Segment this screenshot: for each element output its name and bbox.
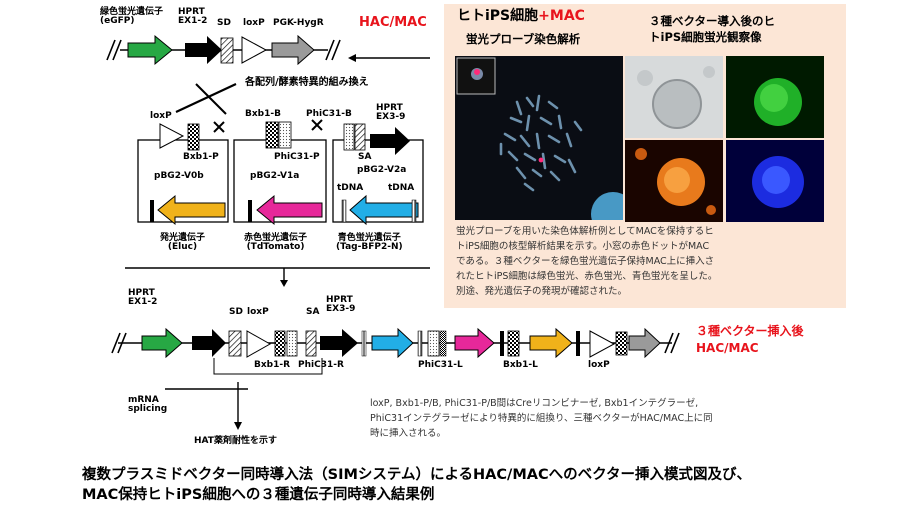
sd-element (229, 331, 241, 356)
sd-label: SD (217, 19, 231, 28)
tdtomato-gene-arrow (455, 329, 494, 357)
break-mark (107, 40, 121, 60)
tdna-element (362, 331, 366, 356)
sd-label: SD (229, 308, 243, 317)
hprt-ex3-9-arrow (370, 127, 410, 155)
bxb1-p-element (188, 124, 199, 150)
sd-element (221, 38, 233, 63)
recombination-cross (176, 84, 236, 112)
hac-mac-label: HAC/MAC (359, 16, 427, 30)
green-fluorescence-image (726, 56, 824, 138)
tag-bfp2-gene-arrow (372, 329, 413, 357)
loxp-label: loxP (243, 19, 265, 28)
loxp-label: loxP (150, 112, 172, 121)
phic31-r-label: PhiC31-R (298, 361, 344, 370)
loxp-label: loxP (247, 308, 269, 317)
tdtomato-gene-arrow (257, 196, 322, 224)
loxp-triangle (590, 331, 614, 357)
checker-element (616, 332, 627, 355)
pgk-hygr-arrow (272, 36, 314, 64)
tag-bfp2-gene-label: 青色蛍光遺伝子(Tag-BFP2-N) (336, 234, 403, 253)
vector-name-label: pBG2-V1a (250, 172, 299, 181)
hprt-ex1-2-arrow (192, 329, 226, 357)
eluc-gene-arrow (158, 196, 225, 224)
phic31-l-label: PhiC31-L (418, 361, 463, 370)
phic31-l-element (428, 331, 439, 356)
brightfield-image (625, 56, 723, 138)
loxp-triangle (160, 124, 183, 148)
sa-element (355, 124, 365, 150)
tdna-element (418, 331, 422, 356)
top-construct (107, 36, 430, 64)
phic31-b-label: PhiC31-B (306, 110, 352, 119)
phic31-p-element (279, 122, 291, 148)
panel-title-left: ヒトiPS細胞+MAC (457, 9, 585, 24)
tdna-label: tDNA (337, 184, 363, 193)
loxp-triangle (247, 331, 270, 357)
egfp-gene-arrow (142, 329, 182, 357)
bxb1-b-element (266, 122, 278, 148)
panel-caption: 蛍光プローブを用いた染色体解析例としてMACを保持するヒ トiPS細胞の核型解析… (456, 224, 717, 299)
bxb1-b-label: Bxb1-B (245, 110, 281, 119)
panel-subtitle-left: 蛍光プローブ染色解析 (466, 33, 580, 45)
phic31-b-element (344, 124, 354, 150)
pgk-hygr-label: PGK-HygR (273, 19, 324, 28)
chromosome-fish-image (455, 56, 623, 220)
phic31-r-element (287, 331, 297, 356)
panel-title-right: ３種ベクター導入後のヒトiPS細胞蛍光観察像 (649, 13, 775, 45)
sa-element (306, 331, 316, 356)
recombination-note: loxP, Bxb1-P/B, PhiC31-P/B間はCreリコンビナーゼ, … (370, 396, 713, 441)
phic31-p-label: PhiC31-P (274, 153, 320, 162)
tdna-label: tDNA (388, 184, 414, 193)
eluc-gene-arrow (530, 329, 572, 357)
tdtomato-gene-label: 赤色蛍光遺伝子(TdTomato) (244, 234, 307, 253)
cross-mark (214, 122, 224, 132)
hprt-ex3-9-arrow (320, 329, 358, 357)
hat-resistance-label: HAT薬剤耐性を示す (194, 437, 277, 446)
bxb1-l-element (508, 331, 519, 356)
bxb1-l-label: Bxb1-L (503, 361, 538, 370)
loxp-triangle (242, 37, 266, 63)
egfp-gene-arrow (128, 36, 172, 64)
cross-mark (312, 120, 322, 130)
figure-title: 複数プラスミドベクター同時導入法（SIMシステム）によるHAC/MACへのベクタ… (82, 465, 751, 505)
reaction-arrow (125, 268, 430, 287)
eluc-gene-label: 発光遺伝子(Eluc) (160, 234, 205, 253)
bxb1-r-label: Bxb1-R (254, 361, 290, 370)
vector-name-label: pBG2-V2a (357, 166, 406, 175)
sa-label: SA (358, 153, 371, 162)
vector-name-label: pBG2-V0b (154, 172, 204, 181)
tdna-element (412, 200, 416, 222)
pgk-hygr-arrow (629, 329, 660, 357)
loxp-label: loxP (588, 361, 610, 370)
tdna-element (342, 200, 346, 222)
bxb1-r-element (275, 331, 285, 356)
red-fluorescence-image (625, 140, 723, 222)
bxb1-p-label: Bxb1-P (183, 153, 219, 162)
recombination-label: 各配列/酵素特異的組み換え (245, 78, 369, 89)
hprt-ex1-2-arrow (185, 36, 222, 64)
break-mark (326, 40, 340, 60)
egfp-label: 緑色蛍光遺伝子(eGFP) (100, 8, 163, 27)
blue-fluorescence-image (726, 140, 824, 222)
tag-bfp2-gene-arrow (350, 196, 418, 224)
sa-label: SA (306, 308, 319, 317)
